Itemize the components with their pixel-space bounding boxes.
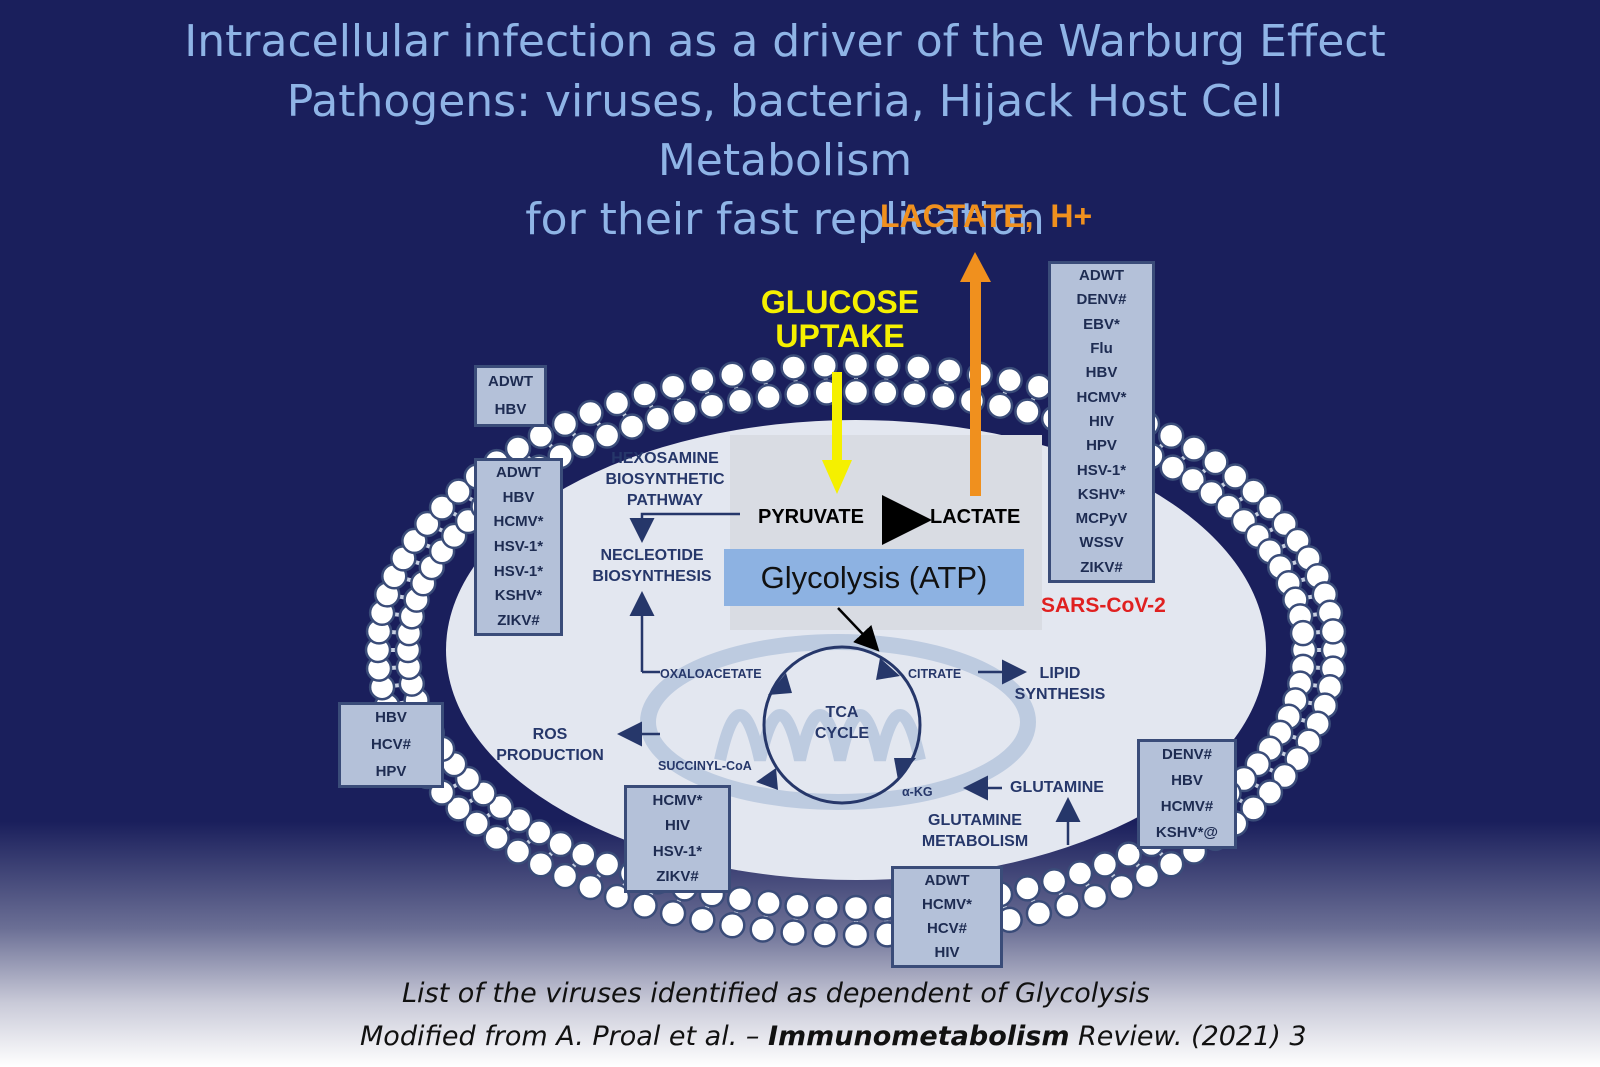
lactate-arrow bbox=[960, 252, 991, 496]
hexosamine-label: HEXOSAMINE BIOSYNTHETIC PATHWAY bbox=[590, 448, 740, 511]
glycolysis-to-tca-arrow bbox=[837, 607, 880, 652]
tca-cycle-label: TCA CYCLE bbox=[800, 702, 884, 744]
title-line-4: for their fast replication bbox=[525, 194, 1045, 245]
list-item: TCA bbox=[825, 704, 859, 721]
pyruvate-label: PYRUVATE bbox=[758, 506, 864, 528]
lactate-output-label: LACTATE, H+ bbox=[880, 198, 1092, 235]
list-item: KSHV* bbox=[1077, 485, 1126, 503]
list-item: GLUTAMINE bbox=[928, 812, 1022, 829]
lipid-synthesis-label: LIPID SYNTHESIS bbox=[1000, 663, 1120, 705]
virus-box-bottom-center: ADWT HCMV* HCV# HIV bbox=[891, 866, 1003, 968]
footer-review: Review. (2021) 3 bbox=[1069, 1021, 1307, 1052]
list-item: HCMV* bbox=[1076, 388, 1127, 406]
glycolysis-box: Glycolysis (ATP) bbox=[724, 549, 1024, 606]
glucose-line: GLUCOSE bbox=[760, 284, 920, 320]
glutamine-label: GLUTAMINE bbox=[1010, 779, 1104, 796]
sars-cov-2-label: SARS-CoV-2 bbox=[1041, 594, 1166, 617]
list-item: HIV bbox=[1088, 412, 1114, 430]
list-item: HBV bbox=[1085, 364, 1118, 382]
lactate-label: LACTATE bbox=[930, 506, 1021, 528]
footer-journal: Immunometabolism bbox=[767, 1021, 1070, 1052]
title-line-2: Pathogens: viruses, bacteria, Hijack Hos… bbox=[286, 76, 1284, 127]
list-item: HSV-1* bbox=[493, 537, 544, 555]
list-item: HBV bbox=[502, 488, 535, 506]
title-line-3: Metabolism bbox=[657, 135, 913, 186]
list-item: ADWT bbox=[924, 872, 970, 889]
list-item: HCMV* bbox=[493, 513, 544, 531]
list-item: ROS bbox=[532, 726, 568, 743]
list-item: HCMV* bbox=[921, 896, 972, 913]
list-item: PRODUCTION bbox=[496, 747, 604, 764]
list-item: DENV# bbox=[1076, 291, 1127, 309]
list-item: KSHV*@ bbox=[1155, 824, 1219, 841]
list-item: KSHV* bbox=[494, 587, 543, 605]
footer-line-1: List of the viruses identified as depend… bbox=[402, 978, 1150, 1009]
citrate-label: CITRATE bbox=[908, 667, 962, 681]
list-item: WSSV bbox=[1079, 534, 1124, 552]
virus-box-bottom-mid-left: HCMV* HIV HSV-1* ZIKV# bbox=[624, 785, 731, 893]
list-item: HPV bbox=[375, 762, 407, 780]
list-item: ADWT bbox=[1079, 267, 1124, 285]
list-item: HSV-1* bbox=[1076, 461, 1127, 479]
virus-box-left-lower: HBV HCV# HPV bbox=[338, 702, 444, 788]
title-line-1: Intracellular infection as a driver of t… bbox=[184, 16, 1386, 67]
list-item: HPV bbox=[1086, 437, 1117, 455]
list-item: ADWT bbox=[496, 464, 541, 482]
list-item: MCPyV bbox=[1075, 510, 1128, 528]
list-item: HBV bbox=[1171, 772, 1203, 789]
list-item: HIV bbox=[934, 944, 960, 961]
footer-source: Modified from A. Proal et al. – bbox=[360, 1021, 768, 1052]
list-item: HIV bbox=[664, 817, 690, 835]
uptake-line: UPTAKE bbox=[775, 318, 905, 354]
glutamine-metabolism-label: GLUTAMINE METABOLISM bbox=[905, 810, 1045, 852]
list-item: HSV-1* bbox=[493, 562, 544, 580]
list-item: EBV* bbox=[1083, 315, 1120, 333]
lactate-output-text: LACTATE, bbox=[880, 198, 1034, 234]
list-item: LIPID bbox=[1039, 665, 1081, 682]
list-item: DENV# bbox=[1161, 746, 1213, 763]
list-item: PATHWAY bbox=[626, 492, 704, 509]
succinyl-coa-label: SUCCINYL-CoA bbox=[658, 759, 752, 773]
virus-box-left-upper: ADWT HBV HCMV* HSV-1* HSV-1* KSHV* ZIKV# bbox=[474, 458, 563, 636]
list-item: HEXOSAMINE bbox=[611, 450, 719, 467]
pathway-arrows bbox=[617, 512, 1081, 845]
virus-box-top-left: ADWT HBV bbox=[474, 365, 547, 427]
virus-box-right-lower: DENV# HBV HCMV# KSHV*@ bbox=[1137, 739, 1237, 849]
list-item: Flu bbox=[1090, 340, 1113, 358]
list-item: HCV# bbox=[926, 920, 967, 937]
list-item: METABOLISM bbox=[921, 833, 1029, 850]
list-item: ZIKV# bbox=[1080, 558, 1123, 576]
list-item: ZIKV# bbox=[656, 868, 699, 886]
alpha-kg-label: α-KG bbox=[902, 785, 933, 799]
list-item: HCV# bbox=[370, 735, 411, 753]
list-item: ZIKV# bbox=[497, 611, 540, 629]
list-item: HSV-1* bbox=[652, 842, 703, 860]
nucleotide-label: NECLEOTIDE BIOSYNTHESIS bbox=[577, 545, 727, 587]
tca-cycle-ring bbox=[756, 645, 922, 805]
list-item: SYNTHESIS bbox=[1014, 686, 1106, 703]
glucose-arrow bbox=[822, 372, 852, 494]
list-item: NECLEOTIDE bbox=[600, 547, 704, 564]
glucose-uptake-label: GLUCOSE UPTAKE bbox=[720, 285, 960, 353]
list-item: BIOSYNTHETIC bbox=[605, 471, 725, 488]
list-item: BIOSYNTHESIS bbox=[592, 568, 712, 585]
ros-production-label: ROS PRODUCTION bbox=[480, 724, 620, 766]
list-item: HCMV# bbox=[1160, 798, 1214, 815]
list-item: HCMV* bbox=[652, 791, 703, 809]
list-item: ADWT bbox=[488, 373, 533, 390]
oxaloacetate-label: OXALOACETATE bbox=[660, 667, 762, 681]
h-plus-text: H+ bbox=[1050, 198, 1093, 234]
list-item: HBV bbox=[375, 709, 407, 727]
list-item: HBV bbox=[494, 401, 527, 418]
list-item: CYCLE bbox=[814, 725, 870, 742]
footer-line-2: Modified from A. Proal et al. – Immunome… bbox=[360, 1021, 1307, 1052]
